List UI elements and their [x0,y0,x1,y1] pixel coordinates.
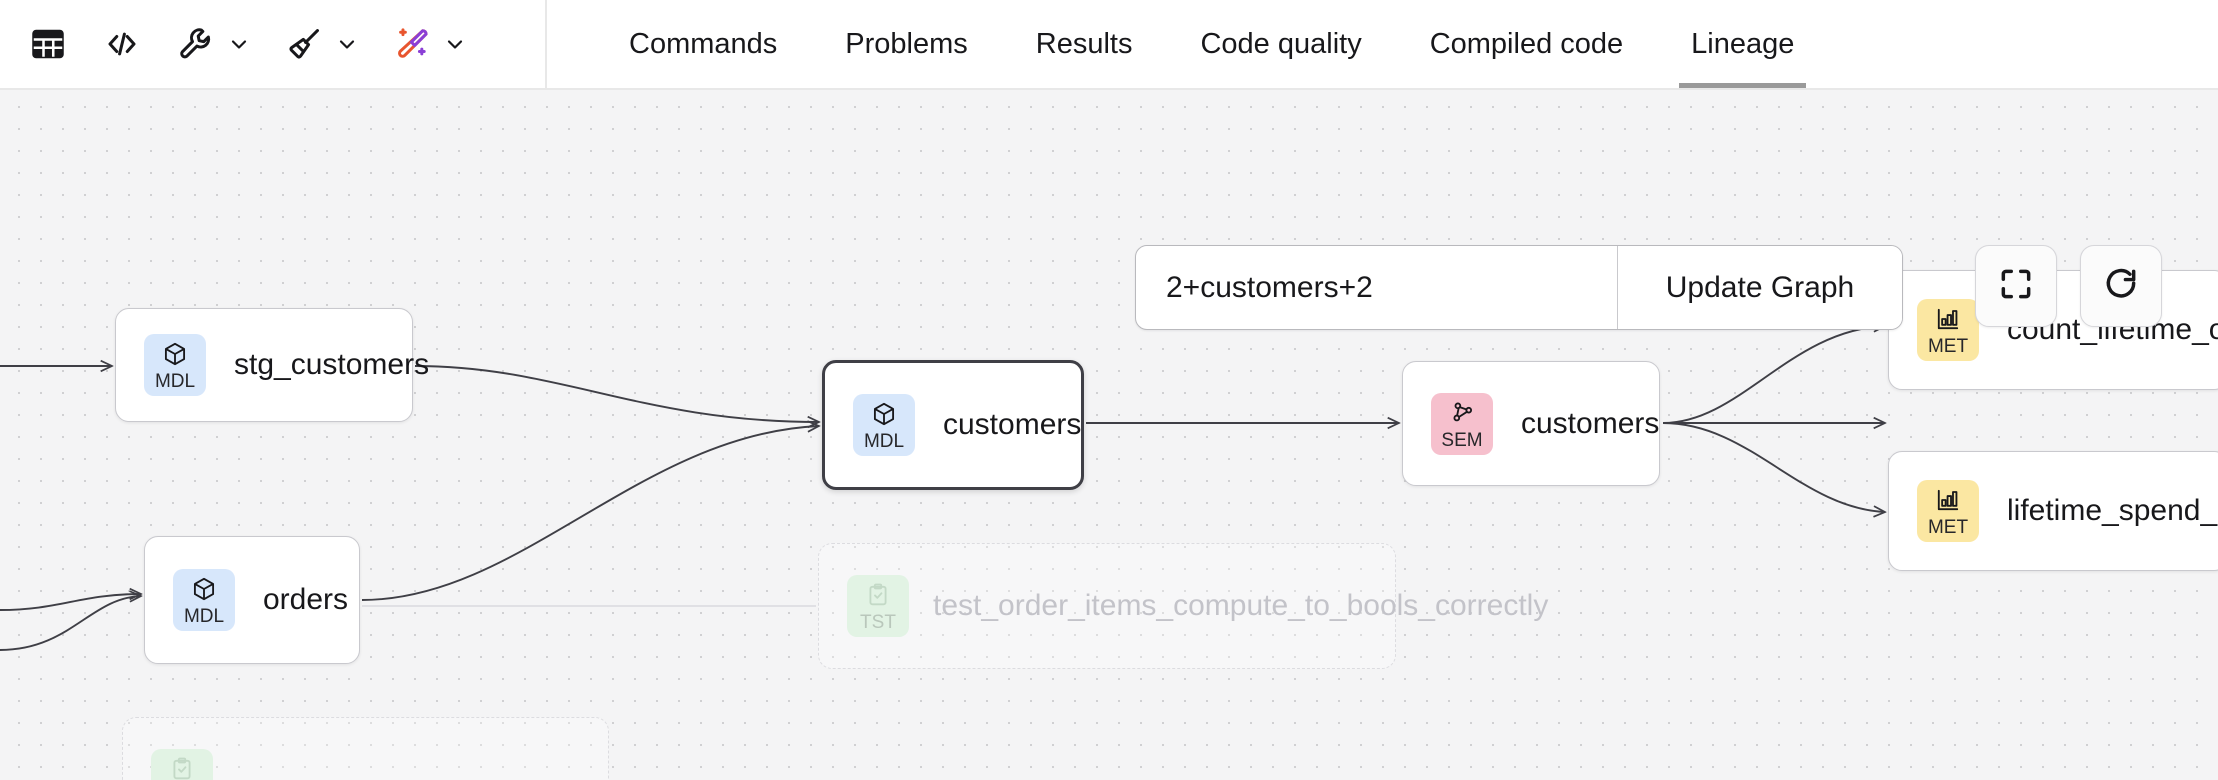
lineage-node-customers-semantic[interactable]: SEM customers [1402,361,1660,486]
tab-label: Problems [845,27,968,60]
tab-label: Code quality [1200,27,1362,60]
cube-icon [191,574,217,604]
chevron-down-icon [438,32,472,56]
node-label: customers [943,408,1082,441]
model-badge: MDL [853,394,915,456]
tab-lineage[interactable]: Lineage [1657,0,1828,88]
badge-kind-label: MDL [863,431,905,452]
code-view-icon-button[interactable] [96,16,148,72]
refresh-icon [2102,265,2140,308]
cube-icon [162,339,188,369]
metric-badge: MET [1917,480,1979,542]
badge-kind-label: MDL [154,371,196,392]
lineage-node-test-order-items[interactable]: TST test_order_items_compute_to_bools_co… [818,543,1549,669]
tab-bar: Commands Problems Results Code quality C… [547,0,2218,88]
model-badge: MDL [173,569,235,631]
magic-wand-icon [386,25,438,63]
bar-chart-icon [1935,485,1961,515]
refresh-graph-button[interactable] [2080,245,2162,327]
lineage-node-lifetime-spend-pretax[interactable]: MET lifetime_spend_pretax [1888,451,2218,571]
tab-label: Results [1035,27,1133,60]
table-icon [22,26,74,62]
table-view-icon-button[interactable] [22,16,74,72]
cube-icon [871,399,897,429]
chevron-down-icon [222,32,256,56]
chevron-down-icon [330,32,364,56]
test-badge: TST [847,575,909,637]
wrench-icon [170,25,222,63]
lineage-edges [0,90,2218,651]
tab-label: Compiled code [1429,27,1624,60]
format-menu-button[interactable] [278,16,364,72]
update-graph-button[interactable]: Update Graph [1617,246,1902,329]
app-header: Commands Problems Results Code quality C… [0,0,2218,90]
badge-kind-label: MET [1927,336,1969,357]
tab-problems[interactable]: Problems [811,0,1002,88]
node-label: customers [1521,406,1660,440]
tab-label: Lineage [1691,27,1795,60]
badge-kind-label: MDL [183,606,225,627]
node-label: lifetime_spend_pretax [2007,494,2218,527]
model-badge: MDL [144,334,206,396]
lineage-node-stg-customers[interactable]: MDL stg_customers [115,308,429,422]
lineage-node-test-partial[interactable]: TST [122,717,609,780]
tab-results[interactable]: Results [1002,0,1167,88]
badge-kind-label: TST [860,612,896,633]
bar-chart-icon [1935,304,1961,334]
fit-to-screen-button[interactable] [1975,245,2057,327]
tab-compiled-code[interactable]: Compiled code [1396,0,1657,88]
tab-commands[interactable]: Commands [595,0,811,88]
tools-menu-button[interactable] [170,16,256,72]
code-icon [96,26,148,62]
test-badge: TST [151,749,213,780]
tab-label: Commands [629,27,778,60]
graph-selector-input[interactable] [1136,246,1617,329]
tab-code-quality[interactable]: Code quality [1166,0,1395,88]
ai-assist-menu-button[interactable] [386,16,472,72]
fit-screen-icon [1997,265,2035,308]
broom-icon [278,25,330,63]
badge-kind-label: SEM [1441,429,1483,451]
metric-badge: MET [1917,299,1979,361]
lineage-node-orders[interactable]: MDL orders [144,536,360,664]
editor-toolbar [0,0,547,88]
graph-selector-group: Update Graph [1135,245,1903,330]
semantic-badge: SEM [1431,392,1493,455]
lineage-node-customers-model[interactable]: MDL customers [822,360,1084,490]
node-label: test_order_items_compute_to_bools_correc… [933,588,1549,622]
clipboard-check-icon [865,580,891,610]
node-label: stg_customers [234,348,430,381]
lineage-canvas[interactable]: MDL stg_customers MDL orders MDL custome… [0,90,2218,780]
network-icon [1449,398,1475,428]
clipboard-check-icon [169,754,195,780]
node-label: orders [263,583,349,616]
badge-kind-label: MET [1927,517,1969,538]
